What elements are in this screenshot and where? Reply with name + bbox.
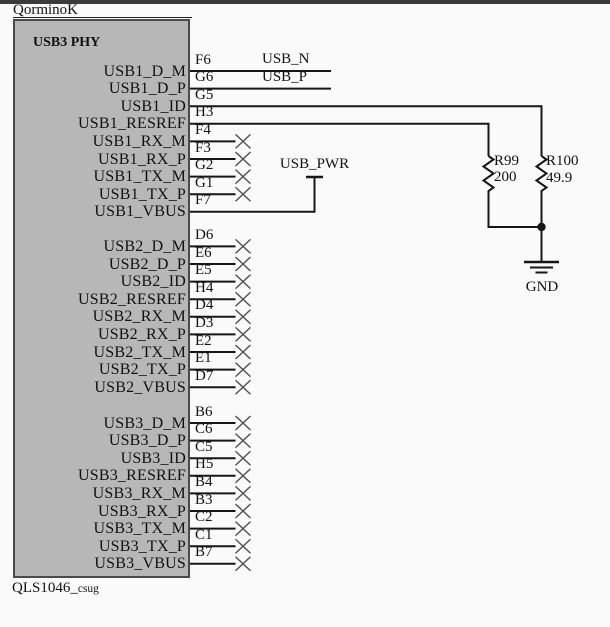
no-connect-icon [235, 151, 251, 167]
no-connect-icon [235, 362, 251, 378]
part-label-main: QLS1046_ [12, 580, 78, 596]
no-connect-icon [235, 485, 251, 501]
resistor-symbol-r99 [481, 155, 542, 228]
no-connect-icon [235, 379, 251, 395]
sheet-label-underline [13, 16, 192, 19]
junction-dot [537, 222, 546, 232]
no-connect-icon [235, 326, 251, 342]
no-connect-icon [235, 433, 251, 449]
component-part-label: QLS1046_csug [12, 579, 99, 598]
no-connect-icon [235, 169, 251, 185]
no-connect-icon [235, 450, 251, 466]
pin-wire [190, 122, 490, 156]
no-connect-icon [235, 503, 251, 519]
no-connect-icon [235, 521, 251, 537]
gnd-symbol [524, 260, 559, 274]
component-title: USB3 PHY [33, 34, 101, 50]
window-top-edge [0, 0, 610, 4]
resistor-symbol-r100 [534, 155, 549, 262]
no-connect-icon [235, 556, 251, 572]
no-connect-icon [235, 274, 251, 290]
part-label-suffix: csug [77, 583, 99, 595]
no-connect-icon [235, 538, 251, 554]
no-connect-icon [235, 291, 251, 307]
no-connect-icon [235, 256, 251, 272]
no-connect-icon [235, 133, 251, 149]
no-connect-icon [235, 309, 251, 325]
pin-wire [190, 177, 316, 213]
no-connect-icon [235, 468, 251, 484]
no-connect-icon [235, 186, 251, 202]
pin-wire [190, 105, 543, 156]
sheet-instance-label: QorminoK [13, 1, 78, 18]
pin-wires-layer [190, 70, 543, 572]
no-connect-icon [235, 415, 251, 431]
component-body-usb3-phy [13, 19, 190, 578]
no-connect-icon [235, 344, 251, 360]
no-connect-icon [235, 238, 251, 254]
